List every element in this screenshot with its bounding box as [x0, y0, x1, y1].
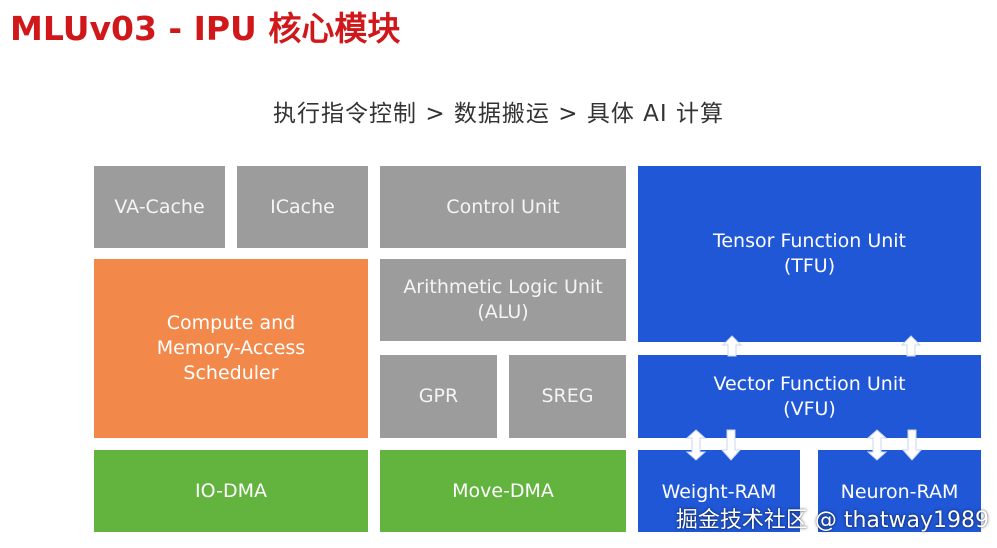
up-arrow-icon: [721, 335, 743, 357]
move-dma-block: Move-DMA: [380, 450, 626, 532]
down-arrow-icon: [720, 429, 742, 461]
bidirectional-arrow-icon: [685, 429, 707, 461]
weight-ram-block: Weight-RAM: [638, 450, 800, 532]
control-unit-block: Control Unit: [380, 166, 626, 248]
gpr-block: GPR: [380, 355, 497, 438]
va-cache-label: VA-Cache: [114, 195, 205, 218]
icache-label: ICache: [270, 195, 335, 218]
slide-title: MLUv03 - IPU 核心模块: [10, 9, 401, 48]
up-arrow-icon: [900, 335, 922, 357]
watermark: 掘金技术社区 @ thatway1989: [675, 508, 989, 533]
tfu-label: Tensor Function Unit (TFU): [712, 230, 906, 277]
io-dma-block: IO-DMA: [94, 450, 368, 532]
move-dma-label: Move-DMA: [452, 479, 554, 502]
sreg-block: SREG: [509, 355, 626, 438]
scheduler-block: Compute and Memory-Access Scheduler: [94, 259, 368, 438]
sreg-label: SREG: [541, 385, 594, 407]
va-cache-block: VA-Cache: [94, 166, 225, 248]
slide-subtitle: 执行指令控制 > 数据搬运 > 具体 AI 计算: [273, 101, 724, 127]
neuron-ram-label: Neuron-RAM: [840, 481, 959, 503]
alu-block: Arithmetic Logic Unit (ALU): [380, 259, 626, 341]
weight-ram-label: Weight-RAM: [661, 481, 777, 503]
vfu-block: Vector Function Unit (VFU): [638, 355, 981, 438]
bidirectional-arrow-icon: [866, 429, 888, 461]
tfu-block: Tensor Function Unit (TFU): [638, 166, 981, 342]
control-unit-label: Control Unit: [446, 195, 560, 218]
down-arrow-icon: [901, 429, 923, 461]
vfu-label: Vector Function Unit (VFU): [713, 372, 906, 420]
scheduler-label: Compute and Memory-Access Scheduler: [156, 312, 306, 384]
alu-label: Arithmetic Logic Unit (ALU): [403, 276, 603, 323]
icache-block: ICache: [237, 166, 368, 248]
gpr-label: GPR: [418, 385, 459, 407]
io-dma-label: IO-DMA: [195, 479, 267, 502]
neuron-ram-block: Neuron-RAM: [818, 450, 981, 532]
